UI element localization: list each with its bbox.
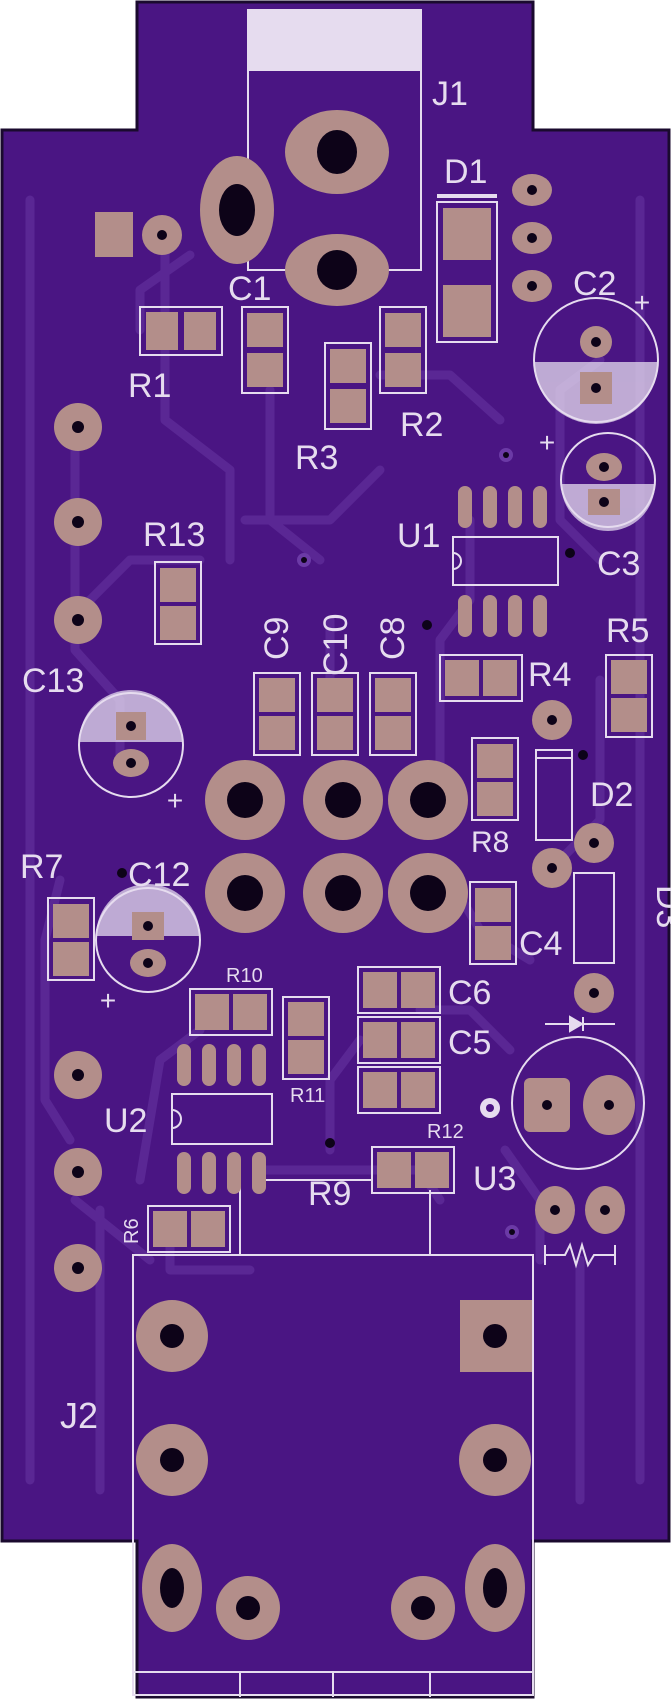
label-C6: C6	[448, 974, 491, 1012]
silkscreen-outlines	[47, 9, 659, 1697]
label-C5: C5	[448, 1024, 491, 1062]
label-R9: R9	[308, 1175, 351, 1213]
label-C1: C1	[228, 270, 271, 308]
polarity-markers: + + + + +	[100, 19, 650, 1016]
label-R7: R7	[20, 848, 63, 886]
j1-plus-label: +	[311, 19, 329, 52]
label-R8: R8	[471, 826, 509, 859]
c12-plus-label: +	[100, 985, 116, 1016]
label-C12: C12	[128, 856, 190, 894]
label-D1: D1	[444, 153, 487, 191]
c13-plus-label: +	[167, 785, 183, 816]
c2-plus-label: +	[634, 287, 650, 318]
vias	[117, 448, 588, 1239]
drill-holes	[72, 130, 614, 1620]
label-D2: D2	[590, 776, 633, 814]
label-R1: R1	[128, 367, 171, 405]
label-J2: J2	[60, 1395, 98, 1436]
label-U2: U2	[104, 1102, 147, 1140]
label-R12: R12	[427, 1121, 464, 1143]
c3-plus-label: +	[539, 427, 555, 458]
label-D3: D3	[649, 885, 671, 928]
label-C9: C9	[258, 617, 296, 660]
label-R3: R3	[295, 439, 338, 477]
label-C13: C13	[22, 662, 84, 700]
label-U3: U3	[473, 1160, 516, 1198]
smd-pads	[53, 208, 647, 1372]
label-C10: C10	[317, 614, 355, 676]
reference-designators: J1 D1 C1 C2 R1 R2 R3 R13 U1 C3 R5 R4 C13…	[20, 75, 671, 1436]
label-C8: C8	[374, 617, 412, 660]
label-C3: C3	[597, 545, 640, 583]
label-R4: R4	[528, 656, 571, 694]
label-R13: R13	[143, 516, 205, 554]
label-C2: C2	[573, 265, 616, 303]
label-R5: R5	[606, 612, 649, 650]
label-R10: R10	[226, 965, 263, 987]
label-C4: C4	[519, 925, 562, 963]
label-R11: R11	[290, 1085, 325, 1107]
label-R2: R2	[400, 406, 443, 444]
label-U1: U1	[397, 517, 440, 555]
label-J1: J1	[432, 75, 468, 113]
label-R6: R6	[121, 1218, 143, 1244]
